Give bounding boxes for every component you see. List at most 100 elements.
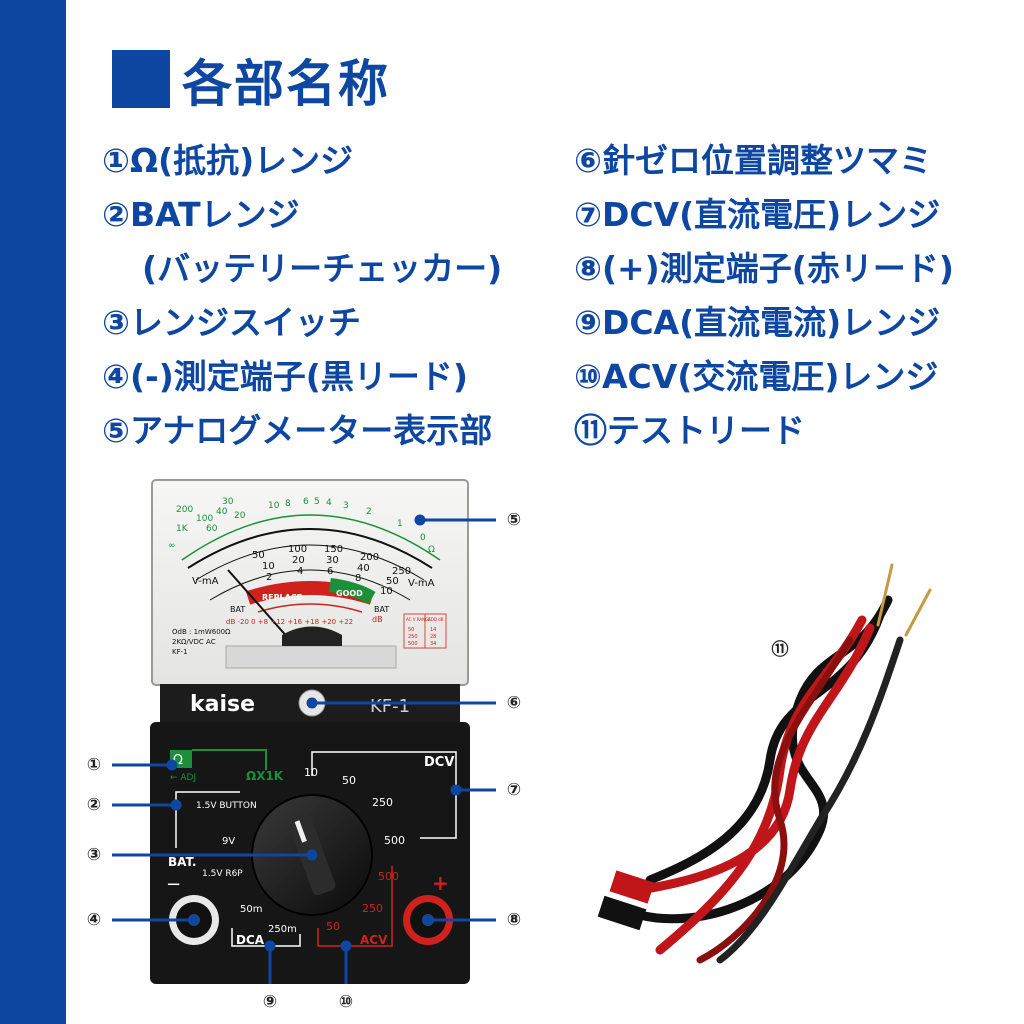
part-item-1: ①Ω(抵抗)レンジ — [102, 141, 354, 180]
dc-scale-150: 150 — [324, 544, 343, 555]
ohm-scale-3: 3 — [343, 501, 349, 511]
range-table-50: 50 — [408, 627, 414, 633]
part-item-5: ⑤アナログメーター表示部 — [102, 411, 493, 450]
page-title: 各部名称 — [182, 55, 390, 113]
dcv-label: DCV — [424, 755, 454, 770]
vma-left-label: V-mA — [192, 576, 219, 587]
dcv-10-label: 10 — [304, 766, 318, 779]
ohm-symbol-label: Ω — [173, 753, 183, 768]
range-table: AC V RANGE ADD dB 50 14 250 28 500 34 — [403, 613, 447, 649]
side-bar — [0, 0, 66, 1024]
range-table-14: 14 — [430, 627, 436, 633]
minus-sign: − — [166, 874, 181, 895]
callout-7: ⑦ — [506, 780, 522, 800]
meter-info-line1: OdB : 1mW600Ω — [172, 628, 231, 636]
ohm-scale-30: 30 — [222, 497, 234, 507]
analog-meter-display — [151, 479, 469, 686]
brand-logo: kaise — [190, 692, 255, 717]
ohm-scale-60: 60 — [206, 524, 218, 534]
ohm-scale-infinity: ∞ — [168, 541, 176, 551]
ohm-scale-100: 100 — [196, 514, 213, 524]
dc-scale-4: 4 — [297, 566, 303, 577]
ohm-scale-2: 2 — [366, 507, 372, 517]
ohm-scale-6: 6 — [303, 497, 309, 507]
dc-scale-8: 8 — [355, 573, 361, 584]
bat-right-label: BAT — [374, 605, 389, 614]
callout-3: ③ — [86, 845, 102, 865]
acv-50-label: 50 — [326, 920, 340, 933]
part-item-8: ⑧(+)測定端子(赤リード) — [574, 249, 954, 288]
ohm-scale-10: 10 — [268, 501, 280, 511]
range-table-250: 250 — [408, 634, 418, 640]
range-table-500: 500 — [408, 641, 418, 647]
ohm-scale-0: 0 — [420, 533, 426, 543]
callout-6: ⑥ — [506, 693, 522, 713]
part-item-3: ③レンジスイッチ — [102, 303, 361, 342]
range-table-28: 28 — [430, 634, 436, 640]
dc-scale-50b: 50 — [386, 576, 399, 587]
part-item-7: ⑦DCV(直流電圧)レンジ — [574, 195, 941, 234]
plus-sign: + — [432, 871, 449, 895]
test-leads-image — [597, 563, 932, 964]
parts-list-left: ①Ω(抵抗)レンジ ②BATレンジ (バッテリーチェッカー) ③レンジスイッチ … — [102, 134, 502, 458]
callout-9: ⑨ — [262, 992, 278, 1012]
part-item-9: ⑨DCA(直流電流)レンジ — [574, 303, 941, 342]
range-table-34: 34 — [430, 641, 436, 647]
dc-scale-20: 20 — [292, 555, 305, 566]
good-label: GOOD — [336, 589, 363, 598]
ohm-scale-20: 20 — [234, 511, 246, 521]
ohm-scale-1k: 1K — [176, 524, 189, 534]
bat-9v-label: 9V — [222, 836, 235, 847]
dc-scale-6: 6 — [327, 566, 333, 577]
meter-info-line3: KF-1 — [172, 648, 188, 656]
bat-range-label: BAT. — [168, 855, 196, 869]
title-square-icon — [112, 50, 170, 108]
dc-scale-200: 200 — [360, 552, 379, 563]
callout-5: ⑤ — [506, 510, 522, 530]
part-item-2: ②BATレンジ — [102, 195, 300, 234]
model-label: KF-1 — [370, 696, 410, 717]
part-item-6: ⑥針ゼロ位置調整ツマミ — [574, 141, 932, 180]
dc-scale-10b: 10 — [380, 586, 393, 597]
part-item-10: ⑩ACV(交流電圧)レンジ — [574, 357, 939, 396]
range-table-header-db: ADD dB — [428, 617, 444, 622]
callout-11: ⑪ — [771, 640, 789, 660]
ohm-scale-40: 40 — [216, 507, 228, 517]
acv-label: ACV — [360, 933, 388, 947]
ohm-scale-200: 200 — [176, 505, 193, 515]
db-scale-label: dB -20 0 +8 +12 +16 +18 +20 +22 — [226, 618, 353, 626]
ohm-x1k-label: ΩX1K — [246, 769, 284, 783]
bat-15-r6p-label: 1.5V R6P — [202, 869, 243, 879]
callout-10: ⑩ — [338, 992, 354, 1012]
meter-info-line2: 2KΩ/VDC AC — [172, 638, 216, 646]
dca-label: DCA — [236, 933, 265, 947]
dcv-50-label: 50 — [342, 774, 356, 787]
callout-4: ④ — [86, 910, 102, 930]
ohm-scale-4: 4 — [326, 498, 332, 508]
ohm-scale-8: 8 — [285, 499, 291, 509]
range-table-header-range: AC V RANGE — [406, 617, 431, 622]
ohm-scale-unit: Ω — [428, 545, 435, 555]
db-unit-label: dB — [372, 615, 383, 624]
ohm-scale-5: 5 — [314, 497, 320, 507]
dc-scale-250: 250 — [392, 566, 411, 577]
dc-scale-50: 50 — [252, 550, 265, 561]
dc-scale-30: 30 — [326, 555, 339, 566]
part-item-4: ④(-)測定端子(黒リード) — [102, 357, 468, 396]
dca-50m-label: 50m — [240, 904, 262, 915]
vma-right-label: V-mA — [408, 578, 435, 589]
part-item-2-sub: (バッテリーチェッカー) — [142, 249, 503, 288]
dcv-250-label: 250 — [372, 796, 393, 809]
dc-scale-100: 100 — [288, 544, 307, 555]
dcv-500-label: 500 — [384, 834, 405, 847]
part-item-11: ⑪テストリード — [574, 411, 805, 450]
dc-scale-2: 2 — [266, 572, 272, 583]
parts-list-right: ⑥針ゼロ位置調整ツマミ ⑦DCV(直流電圧)レンジ ⑧(+)測定端子(赤リード)… — [574, 134, 954, 458]
callout-2: ② — [86, 795, 102, 815]
acv-250-label: 250 — [362, 902, 383, 915]
callout-8: ⑧ — [506, 910, 522, 930]
ohm-scale-1: 1 — [397, 519, 403, 529]
acv-500-label: 500 — [378, 870, 399, 883]
dca-250m-label: 250m — [268, 924, 297, 935]
